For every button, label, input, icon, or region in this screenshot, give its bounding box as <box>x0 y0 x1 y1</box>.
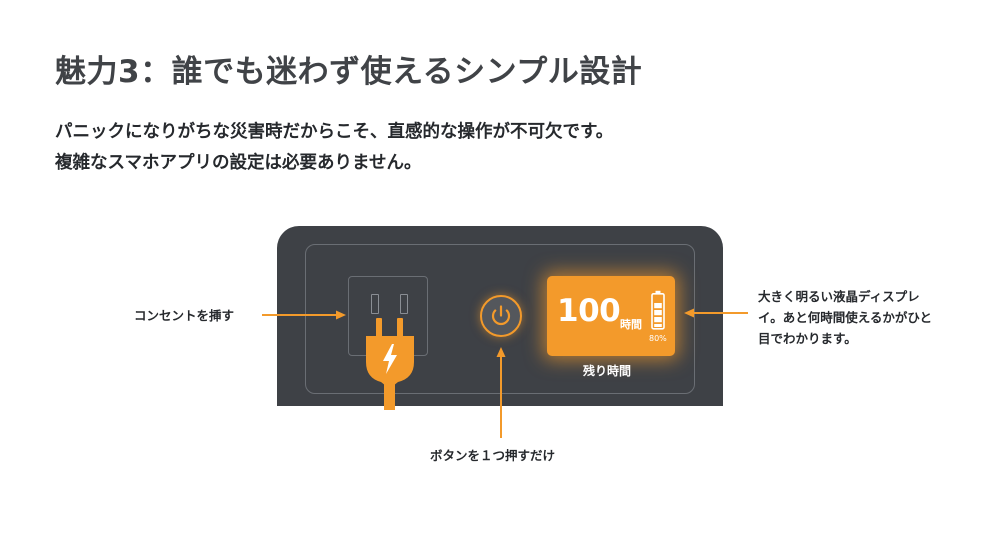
lcd-display: 100 時間 80% <box>547 276 675 356</box>
power-button[interactable] <box>480 295 522 337</box>
subtitle-line-1: パニックになりがちな災害時だからこそ、直感的な操作が不可欠です。 <box>55 122 614 142</box>
lightning-icon <box>383 344 397 374</box>
annotation-display-line-3: 目でわかります。 <box>758 331 857 346</box>
annotation-outlet: コンセントを挿す <box>134 308 235 323</box>
annotation-display-line-2: イ。あと何時間使えるかがひと <box>758 310 933 325</box>
subtitle-line-2: 複雑なスマホアプリの設定は必要ありません。 <box>55 153 422 173</box>
page-title: 魅力3：誰でも迷わず使えるシンプル設計 <box>55 54 643 90</box>
battery-percent: 80% <box>649 334 667 343</box>
arrow-display <box>684 308 748 318</box>
power-station-device: 100 時間 80% 残り時間 <box>277 226 723 406</box>
outlet-slot-right <box>400 294 408 314</box>
power-icon <box>491 305 511 326</box>
annotation-display: 大きく明るい液晶ディスプレ イ。あと何時間使えるかがひと 目でわかります。 <box>758 286 932 349</box>
remaining-hours-unit: 時間 <box>620 318 642 331</box>
remaining-hours-value: 100 <box>557 293 621 329</box>
annotation-display-line-1: 大きく明るい液晶ディスプレ <box>758 289 920 304</box>
arrow-outlet <box>262 310 346 320</box>
battery-icon <box>651 290 665 330</box>
arrow-button <box>496 347 506 438</box>
annotation-button: ボタンを１つ押すだけ <box>430 448 556 463</box>
remaining-time-caption: 残り時間 <box>583 364 632 378</box>
outlet-slot-left <box>371 294 379 314</box>
